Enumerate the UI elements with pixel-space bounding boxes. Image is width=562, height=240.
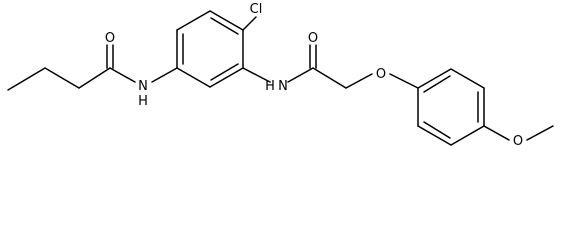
atom-o-methoxy: O [513, 134, 523, 149]
bond-omethoxy-ch3 [526, 125, 554, 141]
ring2-bond-5 [417, 125, 452, 146]
bond-ring2-omethoxy [483, 125, 510, 141]
bond-carbonyl-ch2 [312, 67, 347, 89]
ring2-bond-1 [417, 68, 452, 89]
atom-h-acetamide: H [265, 79, 275, 94]
bond-ch3-ch2 [7, 67, 46, 91]
bonds [7, 10, 554, 146]
molecule-diagram: O N H Cl N H O O O [7, 2, 554, 149]
bond-ch2-carbonyl [78, 67, 111, 89]
atom-o-butanoyl: O [105, 31, 115, 46]
ring2-bond-5-inner [423, 121, 451, 139]
ring1-bond-6 [176, 67, 211, 88]
bond-ch2-oether [345, 73, 373, 89]
ring1-bond-5 [209, 67, 244, 88]
bond-oether-ring2 [389, 73, 419, 89]
ring1-bond-3-inner [210, 17, 239, 35]
ring1-bond-2 [176, 10, 211, 31]
atom-n-butanamide: N [138, 79, 148, 94]
atom-o-acetyl: O [308, 31, 318, 46]
ring2-bond-4 [450, 125, 485, 146]
atom-labels: O N H Cl N H O O O [105, 2, 523, 149]
structure-canvas: O N H Cl N H O O O [7, 2, 554, 149]
bond-carbonyl-n1 [109, 67, 136, 83]
ring1-bond-3 [209, 10, 244, 31]
ring2-bond-2 [450, 68, 485, 89]
bond-n1-ring [151, 67, 178, 83]
bond-ch2-ch2 [44, 67, 80, 89]
atom-n-acetamide: N [278, 79, 288, 94]
bond-ring-n2 [242, 67, 271, 83]
bond-n2-carbonyl [287, 67, 314, 83]
ring2-bond-1-inner [423, 75, 451, 93]
bond-ring-cl [242, 16, 257, 31]
atom-h-butanamide: H [138, 94, 148, 109]
atom-cl: Cl [250, 2, 263, 17]
ring1-bond-5-inner [210, 63, 239, 81]
atom-o-ether: O [376, 67, 386, 82]
